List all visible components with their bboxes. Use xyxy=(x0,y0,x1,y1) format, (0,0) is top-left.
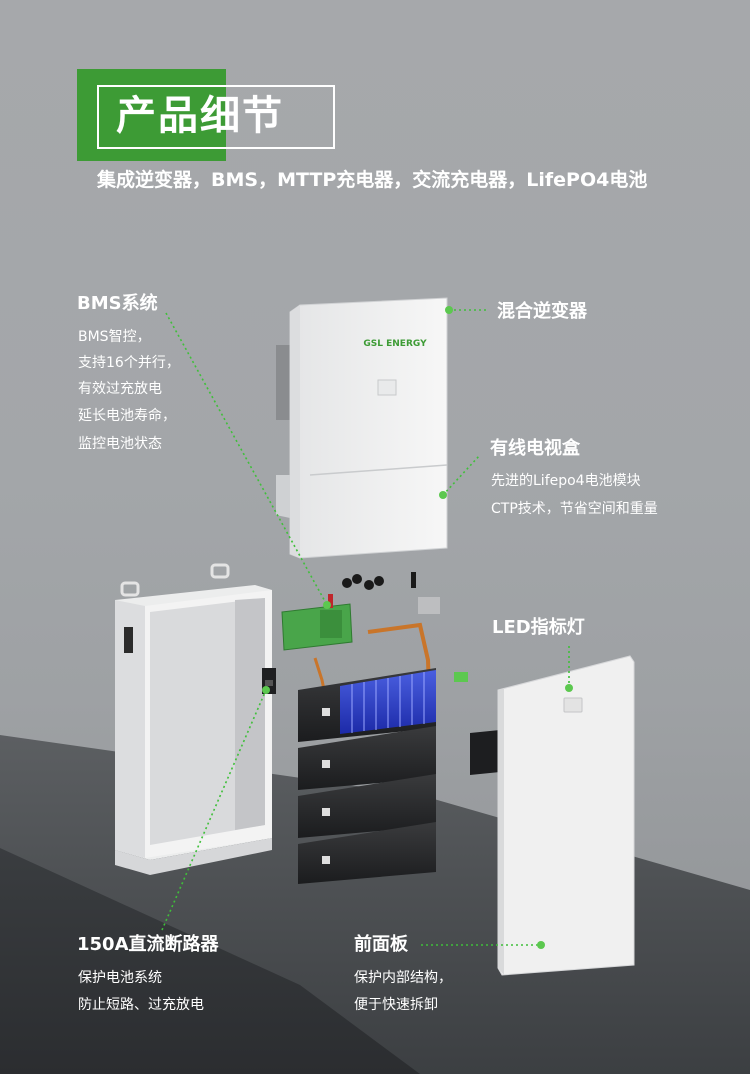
callout-front-title: 前面板 xyxy=(354,934,408,955)
connectors xyxy=(328,572,440,614)
callout-breaker-line: 防止短路、过充放电 xyxy=(78,997,204,1013)
callout-breaker-line: 保护电池系统 xyxy=(78,970,162,986)
callout-bms-line: 有效过充放电 xyxy=(78,381,162,397)
callout-tvbox-line: CTP技术，节省空间和重量 xyxy=(491,501,658,517)
title-frame xyxy=(97,85,335,149)
page-subtitle: 集成逆变器，BMS，MTTP充电器，交流充电器，LifePO4电池 xyxy=(97,169,648,191)
callout-bms-line: 监控电池状态 xyxy=(78,436,162,452)
battery-modules-stack xyxy=(298,708,436,884)
callout-tvbox-line: 先进的Lifepo4电池模块 xyxy=(491,473,641,489)
front-panel xyxy=(470,655,635,976)
page-title: 产品细节 xyxy=(116,93,284,139)
title-accent-block xyxy=(77,69,226,161)
callout-bms-line: 支持16个并行， xyxy=(78,355,180,371)
callout-bms-line: 延长电池寿命， xyxy=(78,408,176,424)
callout-led-title: LED指标灯 xyxy=(492,617,585,638)
led-plug xyxy=(454,672,468,682)
callout-leader-lines xyxy=(161,309,570,946)
inverter-brand-logo: GSL ENERGY xyxy=(363,339,427,349)
callout-front-line: 保护内部结构， xyxy=(354,970,452,986)
bms-board xyxy=(281,603,353,651)
callout-bms-line: BMS智控， xyxy=(78,329,151,345)
cabinet-enclosure xyxy=(115,563,272,875)
callout-inverter-title: 混合逆变器 xyxy=(497,301,587,322)
inverter-unit xyxy=(276,297,448,559)
battery-module-top xyxy=(298,668,436,742)
callout-breaker-title: 150A直流断路器 xyxy=(77,934,219,955)
callout-bms-title: BMS系统 xyxy=(77,293,158,314)
callout-front-line: 便于快速拆卸 xyxy=(354,997,438,1013)
callout-tvbox-title: 有线电视盒 xyxy=(490,438,580,459)
callout-dots xyxy=(262,306,573,949)
